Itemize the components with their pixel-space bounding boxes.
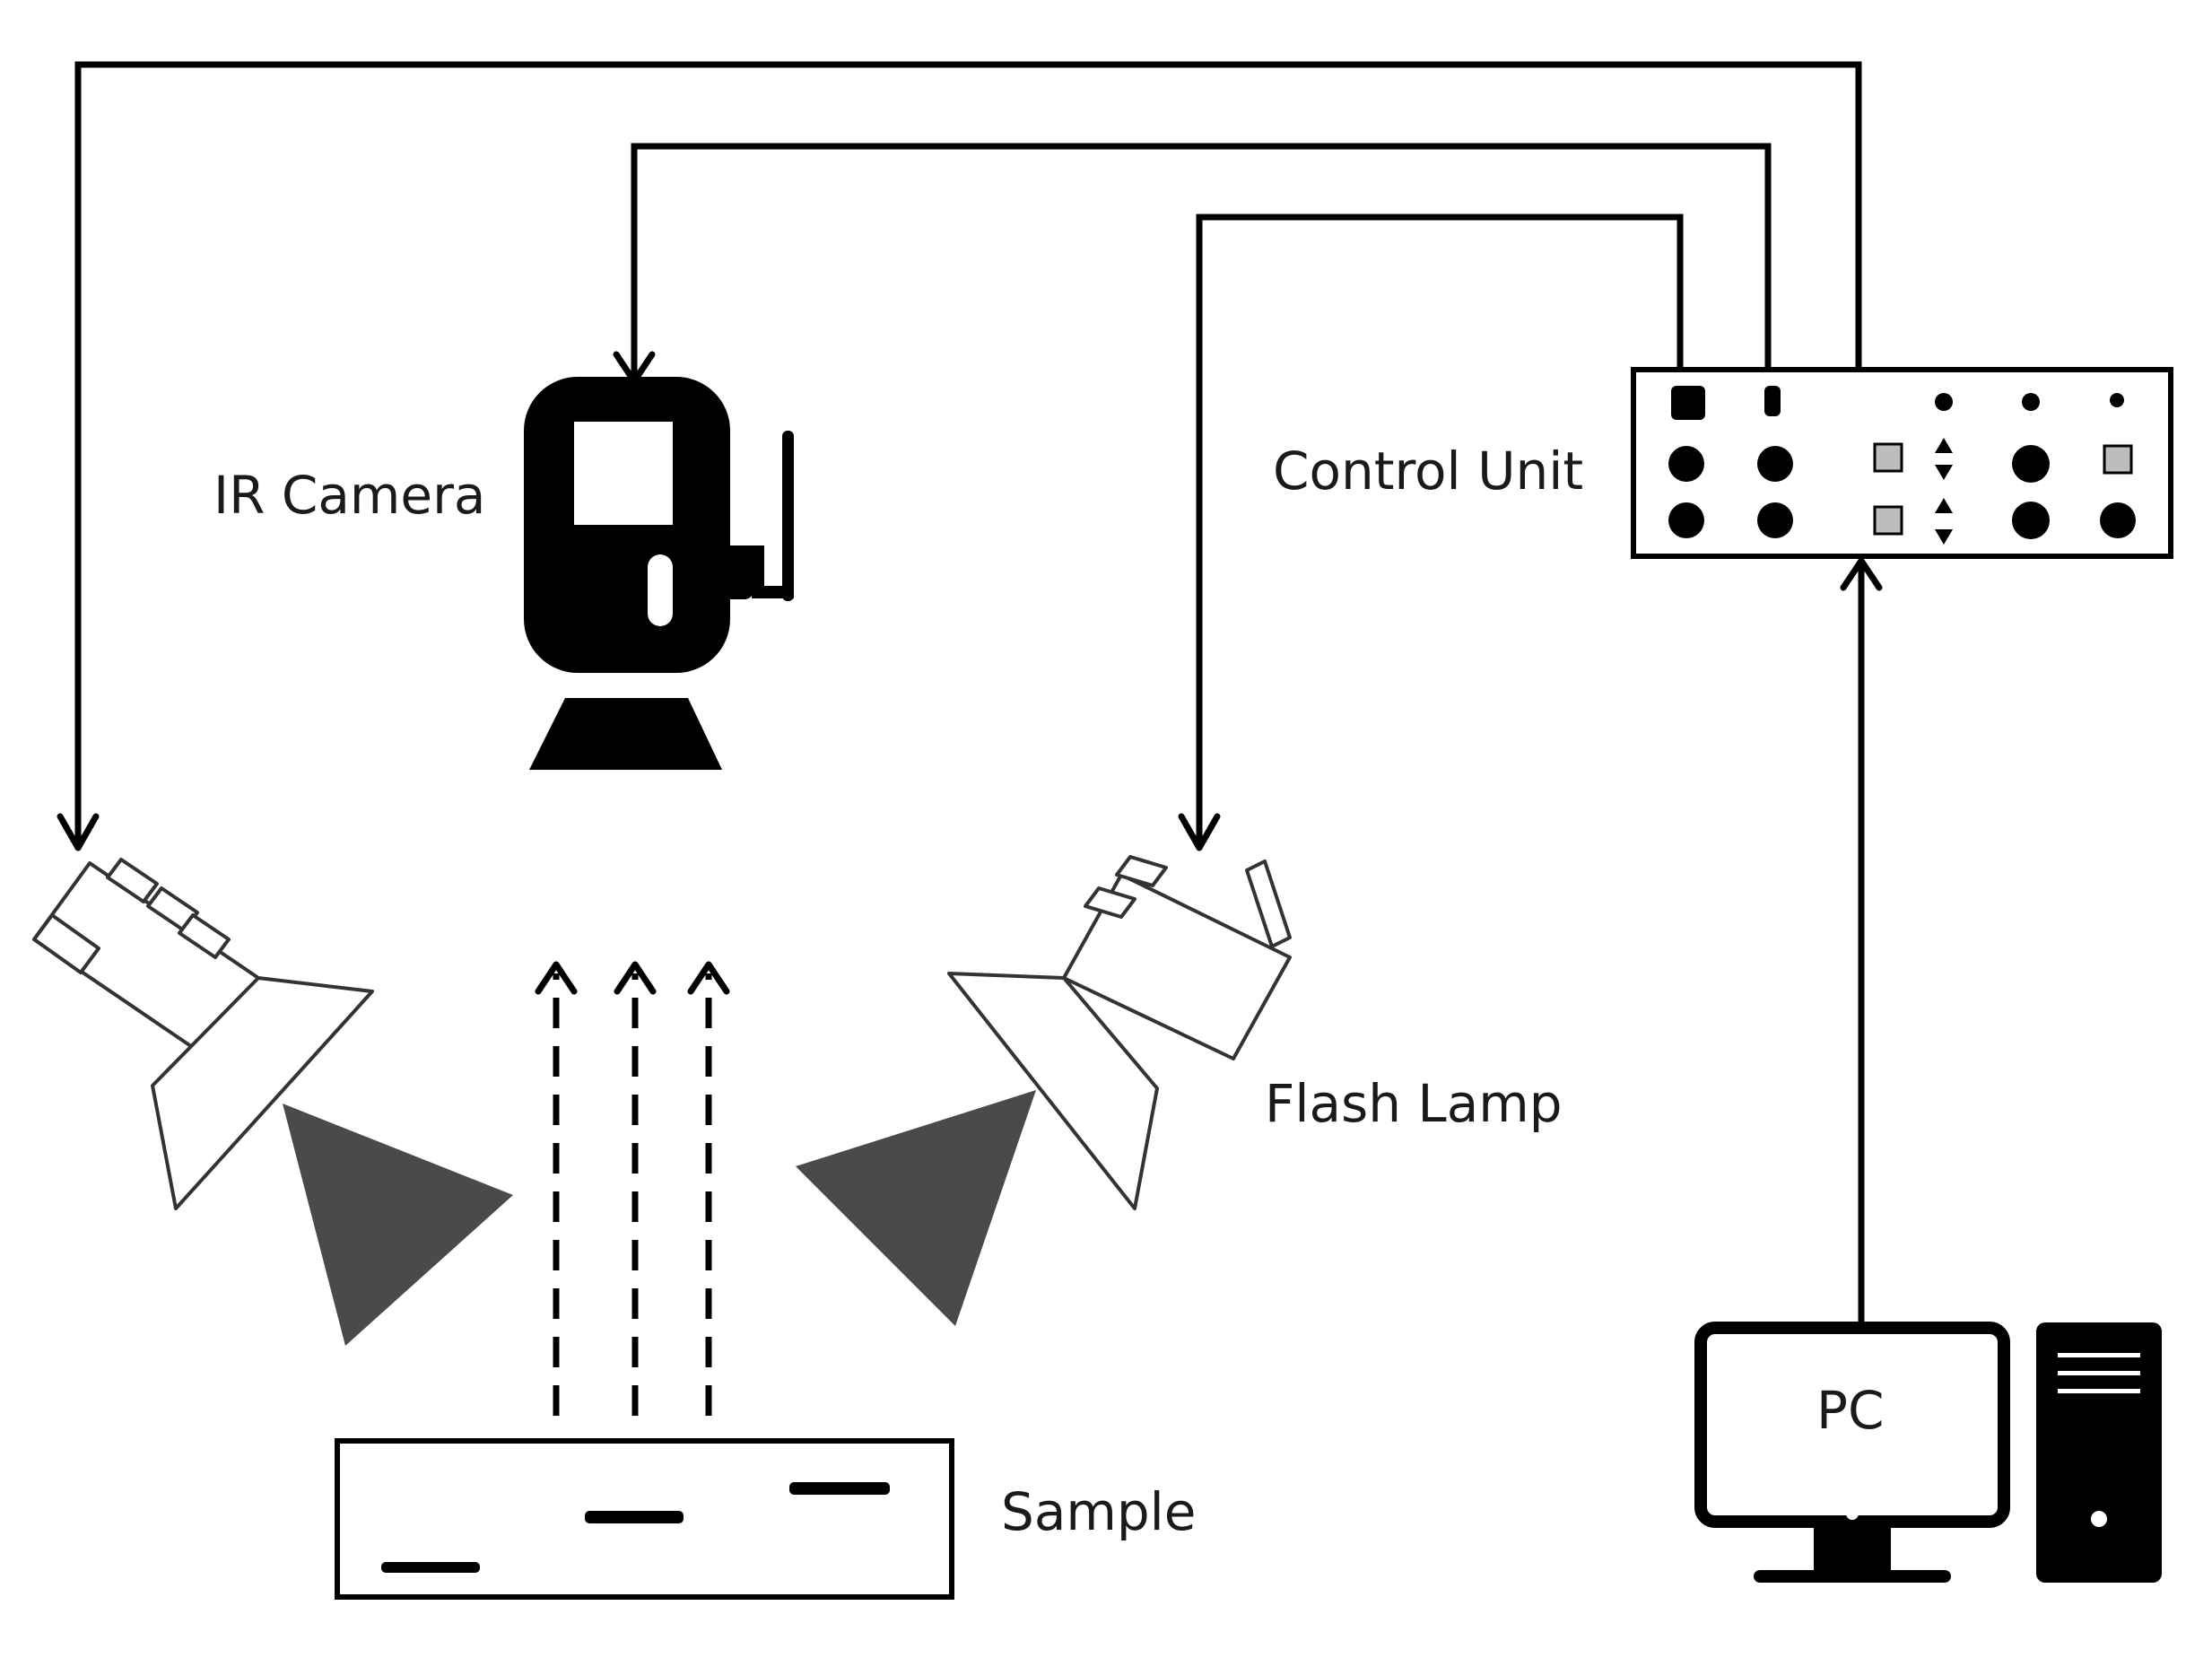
sample-icon bbox=[335, 1438, 954, 1600]
arrowhead-left-lamp bbox=[57, 813, 100, 851]
ir-camera-label: IR Camera bbox=[213, 465, 485, 526]
flash-cone-right bbox=[796, 1090, 1036, 1326]
pc-monitor-icon bbox=[1694, 1322, 2010, 1583]
arrowheads bbox=[57, 351, 1883, 851]
pc-tower-icon bbox=[2036, 1322, 2162, 1583]
ir-camera-icon bbox=[524, 377, 794, 770]
flash-lamp-right-icon bbox=[947, 855, 1292, 1210]
wire-control-to-left-lamp bbox=[74, 61, 1862, 845]
connection-lines bbox=[74, 61, 1865, 1326]
arrowhead-control-unit bbox=[1840, 557, 1883, 591]
arrowhead-right-lamp bbox=[1178, 813, 1221, 851]
wire-control-to-right-lamp bbox=[1196, 214, 1684, 845]
pc-label: PC bbox=[1816, 1380, 1884, 1441]
control-unit-icon bbox=[1631, 367, 2173, 559]
heat-radiation-arrows bbox=[535, 961, 730, 1416]
flash-lamp-left-icon bbox=[32, 858, 374, 1210]
sample-label: Sample bbox=[1001, 1481, 1196, 1542]
wire-control-to-camera bbox=[631, 143, 1772, 377]
flash-cone-left bbox=[283, 1104, 513, 1346]
flash-lamp-label: Flash Lamp bbox=[1265, 1073, 1563, 1134]
control-unit-label: Control Unit bbox=[1273, 441, 1583, 502]
